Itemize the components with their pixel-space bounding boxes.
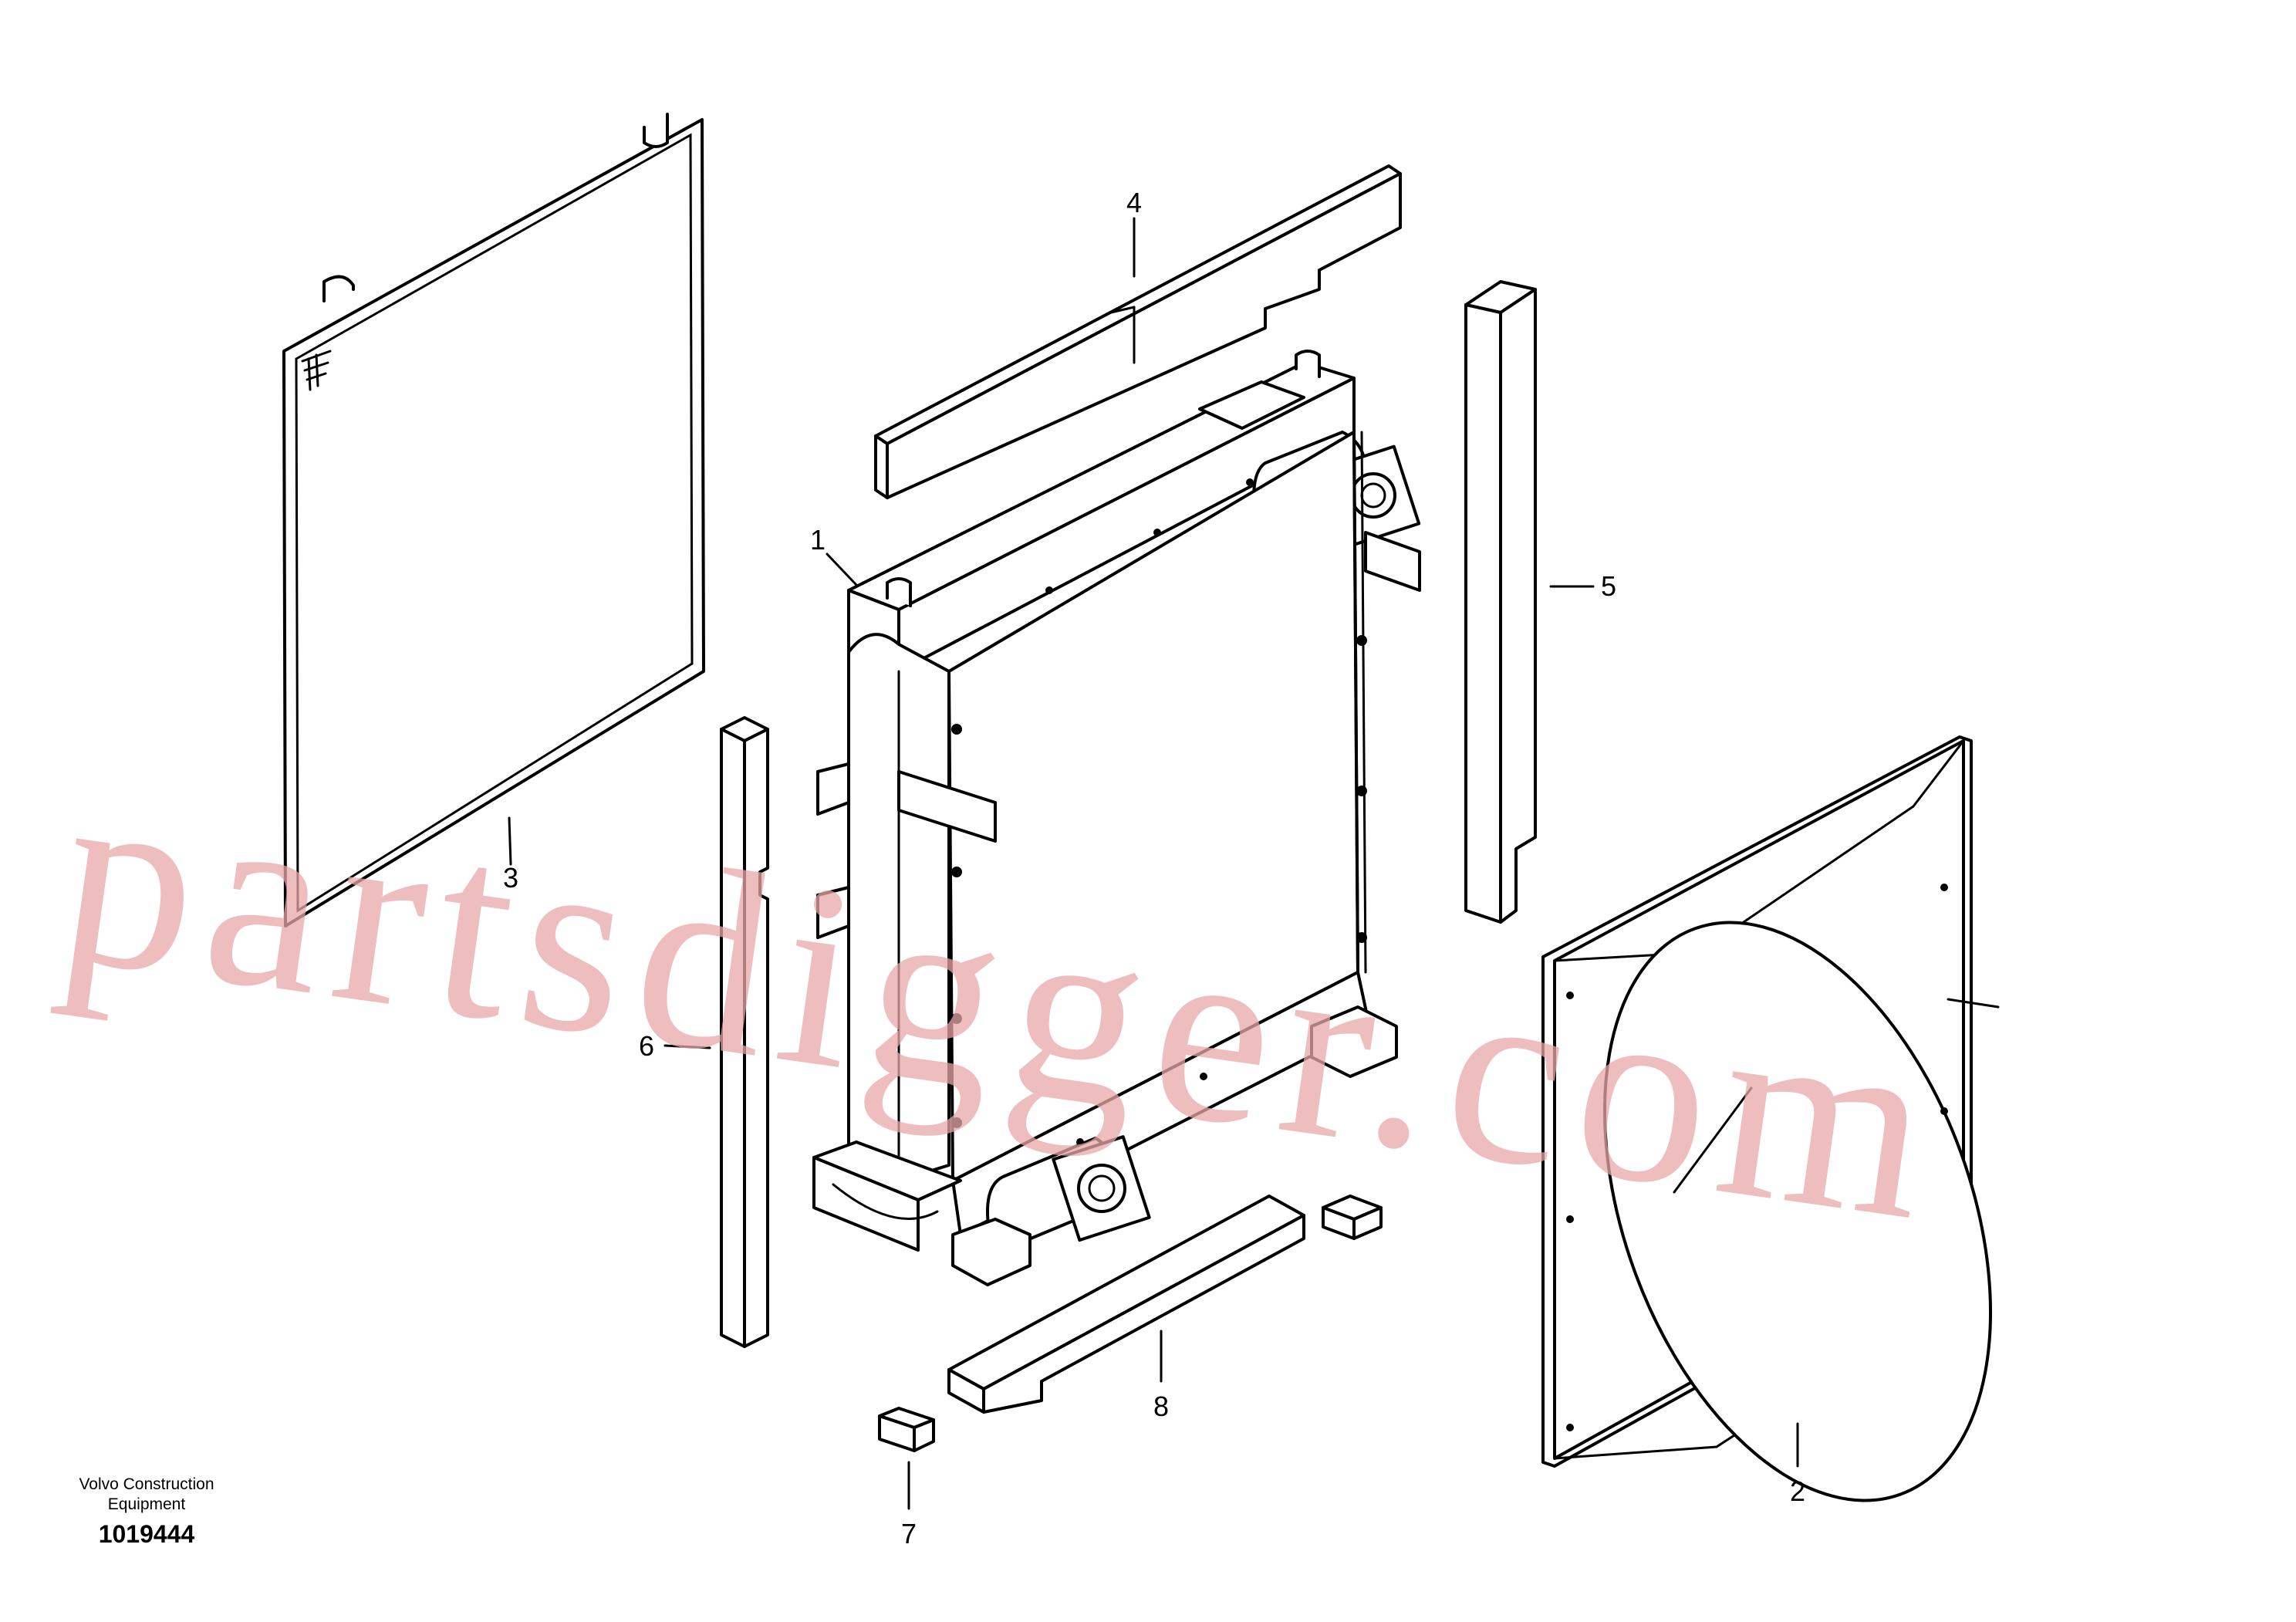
callout-5: 5 (1601, 570, 1616, 602)
part-3-seal-frame (282, 113, 705, 928)
leader-lines (508, 217, 1799, 1510)
callout-8: 8 (1153, 1391, 1169, 1422)
callout-2: 2 (1790, 1475, 1805, 1507)
brand-line-1: Volvo Construction (79, 1475, 214, 1493)
callout-4: 4 (1126, 187, 1142, 218)
drawing-number: 1019444 (98, 1520, 195, 1548)
brand-line-2: Equipment (107, 1495, 186, 1513)
callout-7: 7 (901, 1518, 917, 1549)
part-5-right-strip (1464, 280, 1537, 924)
callout-3: 3 (503, 862, 518, 894)
part-1-radiator (812, 350, 1421, 1286)
callout-1: 1 (810, 524, 826, 556)
part-8-bottom-strip (947, 1195, 1383, 1414)
part-7-small-block (878, 1407, 935, 1452)
part-2-fan-shroud (1541, 735, 2000, 1502)
part-6-left-strip (720, 716, 769, 1348)
part-4-top-strip (874, 164, 1402, 499)
callout-6: 6 (639, 1030, 654, 1062)
